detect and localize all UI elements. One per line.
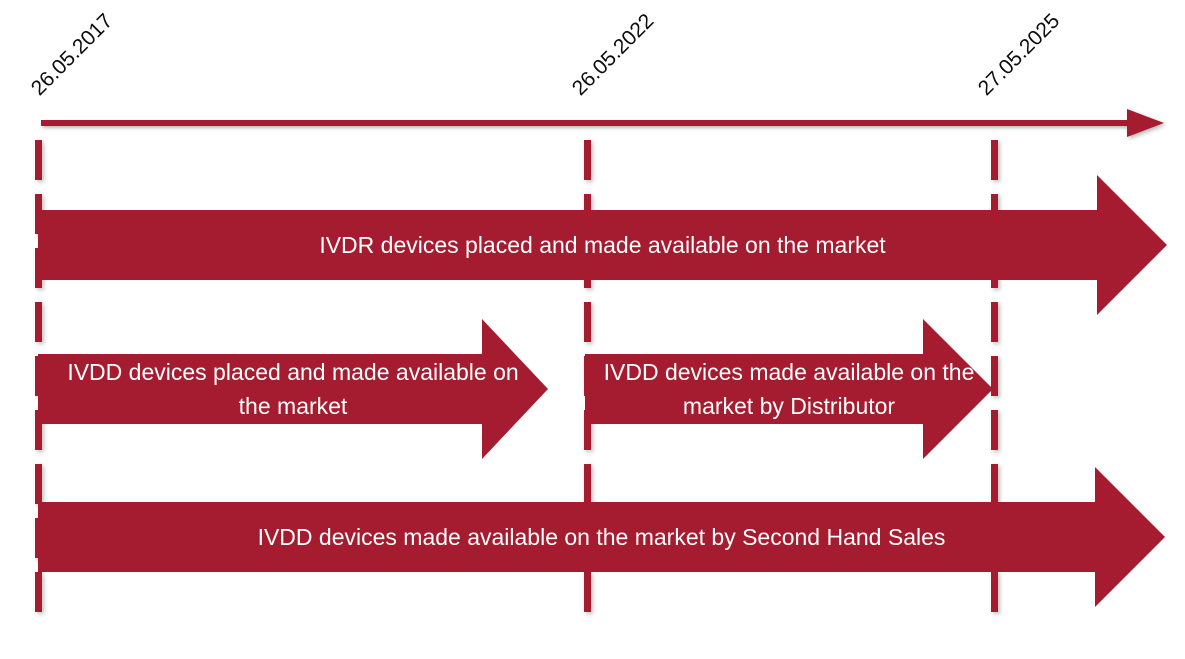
arrow-label: IVDD devices made available on the marke… (257, 524, 946, 550)
date-label-2025: 27.05.2025 (973, 9, 1065, 100)
timeline-axis-line (41, 120, 1131, 126)
arrow-label: IVDD devices placed and made available o… (67, 359, 519, 419)
dashed-marker-2025 (991, 140, 998, 618)
arrow-ivdd-distributor: IVDD devices made available on the marke… (585, 319, 993, 459)
arrow-label: IVDD devices made available on the marke… (603, 359, 975, 419)
date-label-2017: 26.05.2017 (26, 9, 118, 100)
timeline-axis-arrowhead-icon (1127, 109, 1164, 137)
date-label-2022: 26.05.2022 (567, 9, 659, 100)
arrow-label: IVDR devices placed and made available o… (319, 232, 886, 258)
arrow-ivdd-placed-made-available: IVDD devices placed and made available o… (38, 319, 548, 459)
